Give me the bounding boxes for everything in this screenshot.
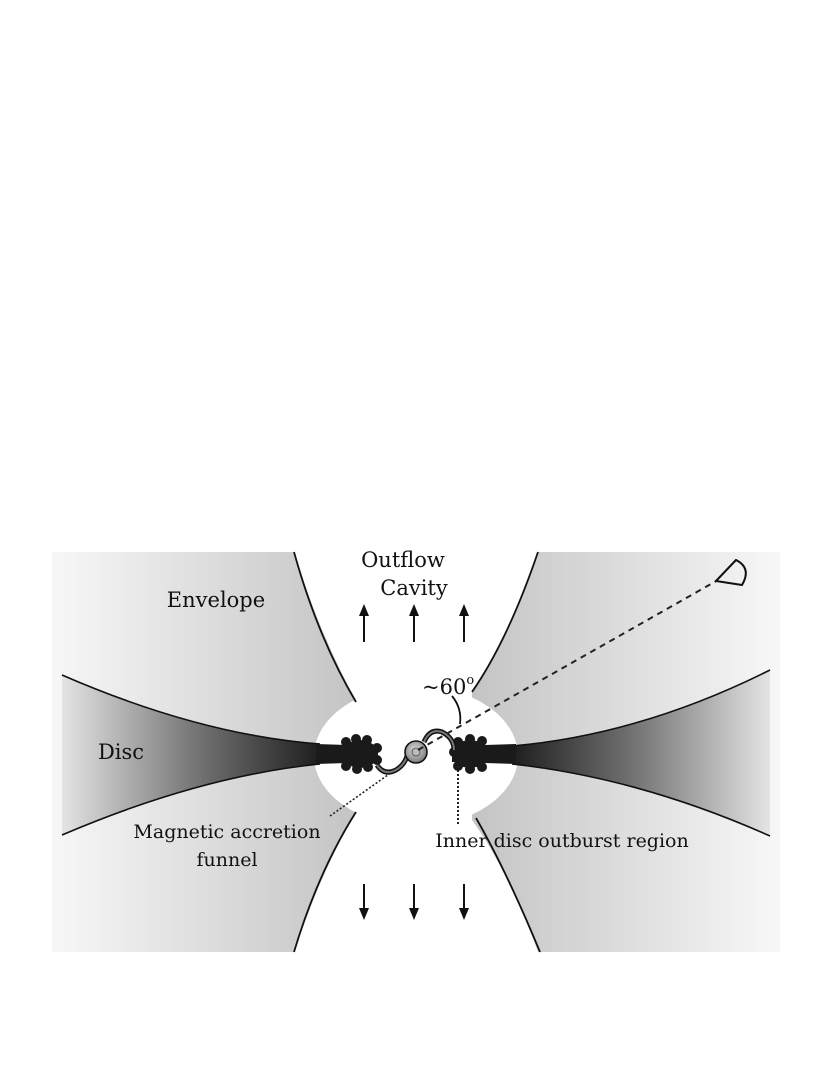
arrow-up-icon (359, 604, 469, 642)
angle-label: ~60o (422, 673, 474, 699)
accretion-funnel-upper-core (423, 730, 455, 751)
disc-edge-lower-right (511, 763, 771, 837)
inner-disc-outburst-label: Inner disc outburst region (435, 830, 688, 852)
disc-edge-upper-left (61, 674, 321, 745)
envelope-boundary-upper-right (471, 551, 539, 693)
outflow-label: Outflow (361, 548, 445, 572)
envelope-boundary-lower-right (475, 817, 541, 953)
disc-left (62, 675, 320, 835)
disc-edge-lower-left (61, 763, 321, 836)
disc-edge-upper-right (511, 669, 771, 747)
cavity-label: Cavity (380, 576, 448, 600)
disc-right (512, 670, 770, 836)
arrow-down-icon (359, 884, 469, 920)
outburst-region-left (341, 734, 382, 774)
angle-degree: o (466, 673, 474, 688)
disc-label: Disc (98, 740, 144, 764)
magnetic-funnel-label-line1: Magnetic accretion (133, 821, 320, 843)
funnel-pointer-line (329, 771, 393, 817)
envelope-label: Envelope (167, 588, 265, 612)
accretion-funnel-lower-core (376, 751, 409, 774)
eye-icon (715, 559, 747, 586)
outburst-region-right (449, 734, 492, 774)
inclination-angle-arc (451, 695, 462, 725)
angle-value: ~60 (422, 675, 466, 699)
magnetic-funnel-label-line2: funnel (196, 849, 257, 871)
envelope-boundary-lower-left (293, 811, 357, 953)
line-of-sight (417, 579, 719, 751)
envelope-boundary-upper-left (293, 551, 357, 703)
